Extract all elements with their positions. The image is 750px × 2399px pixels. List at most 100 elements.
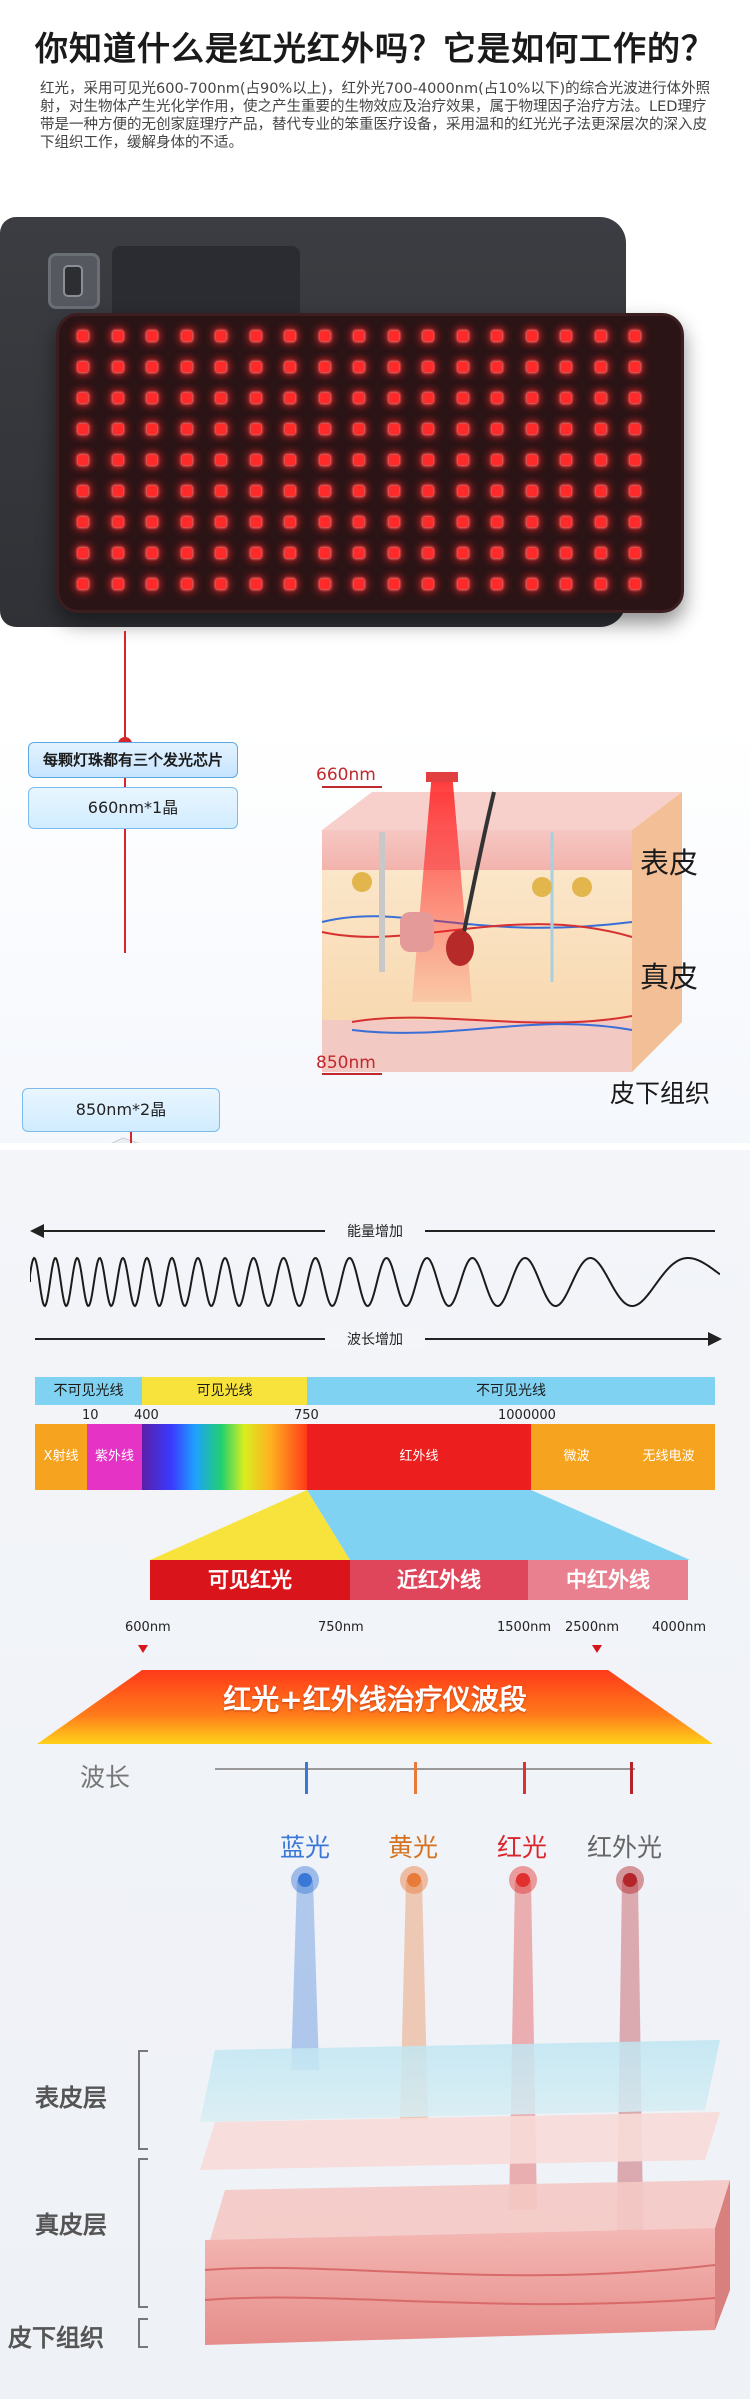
led-bead <box>595 486 606 496</box>
led-bead <box>285 517 295 527</box>
led-bead <box>388 393 399 403</box>
chip-850-label: 850nm*2晶 <box>22 1088 220 1132</box>
led-bead <box>595 517 606 527</box>
led-bead <box>216 548 226 558</box>
led-bead <box>595 455 606 465</box>
led-bead <box>492 517 502 527</box>
led-bead <box>630 424 640 434</box>
led-bead <box>216 455 226 465</box>
led-bead <box>319 486 330 496</box>
led-bead <box>147 517 157 527</box>
led-bead <box>630 455 640 465</box>
led-bead <box>561 548 571 558</box>
led-bead <box>181 579 192 589</box>
led-bead <box>561 579 571 589</box>
led-bead <box>285 424 295 434</box>
layer-subcutis: 皮下组织 <box>8 2324 104 2352</box>
nm-tick-4000: 4000nm <box>652 1620 706 1635</box>
led-bead <box>319 579 330 589</box>
led-bead <box>423 331 433 341</box>
led-bead <box>630 362 640 372</box>
led-bead <box>112 455 123 465</box>
led-bead <box>112 424 123 434</box>
led-bead <box>630 393 640 403</box>
led-bead <box>457 424 468 434</box>
led-bead <box>595 579 606 589</box>
led-bead <box>595 424 606 434</box>
led-bead <box>250 517 261 527</box>
wavelength-tick <box>305 1762 308 1794</box>
led-bead <box>354 393 364 403</box>
chip-660-label: 660nm*1晶 <box>28 787 238 829</box>
led-bead <box>147 455 157 465</box>
led-bead <box>147 579 157 589</box>
led-bead <box>216 331 226 341</box>
led-bead <box>492 455 502 465</box>
led-bead <box>112 579 123 589</box>
nm-tick-2500: 2500nm <box>565 1620 619 1635</box>
led-bead <box>250 393 261 403</box>
led-bead <box>250 579 261 589</box>
led-bead <box>457 486 468 496</box>
led-bead <box>112 517 123 527</box>
skin-850nm-label: 850nm <box>316 1053 376 1073</box>
led-bead <box>78 362 88 372</box>
led-bead <box>147 331 157 341</box>
band-invisible-right: 不可见光线 <box>307 1377 715 1405</box>
pad-flap <box>112 246 300 318</box>
led-bead <box>561 424 571 434</box>
led-bead <box>216 486 226 496</box>
led-bead <box>285 455 295 465</box>
pad-section <box>0 213 750 1143</box>
led-bead <box>285 548 295 558</box>
wavelength-tick <box>414 1762 417 1794</box>
led-bead <box>630 517 640 527</box>
led-bead <box>319 424 330 434</box>
light-source <box>298 1873 312 1887</box>
wavelength-axis-label: 波长 <box>80 1763 131 1792</box>
led-bead <box>112 362 123 372</box>
cell-ir: 红外线 <box>307 1424 531 1490</box>
epidermis-label: 表皮 <box>640 846 699 880</box>
led-bead <box>216 517 226 527</box>
led-bead <box>595 362 606 372</box>
led-bead <box>423 517 433 527</box>
led-bead <box>354 362 364 372</box>
led-bead <box>181 486 192 496</box>
led-bead <box>492 362 502 372</box>
led-bead <box>319 455 330 465</box>
led-bead <box>595 331 606 341</box>
skin-660nm-label: 660nm <box>316 765 376 785</box>
subcutis-label: 皮下组织 <box>610 1079 711 1108</box>
led-bead <box>457 331 468 341</box>
led-bead <box>457 548 468 558</box>
tick-400: 400 <box>134 1408 159 1423</box>
page-title: 你知道什么是红光红外吗？它是如何工作的？ <box>35 29 715 68</box>
led-bead <box>388 548 399 558</box>
led-bead <box>78 455 88 465</box>
chip-note-label: 每颗灯珠都有三个发光芯片 <box>28 742 238 778</box>
cell-uv: 紫外线 <box>87 1424 142 1490</box>
led-bead <box>319 393 330 403</box>
led-bead <box>147 362 157 372</box>
led-bead <box>526 393 537 403</box>
led-bead <box>457 517 468 527</box>
nm-tick-600: 600nm <box>125 1620 171 1635</box>
intro-description: 红光，采用可见光600-700nm(占90%以上)，红外光700-4000nm(… <box>40 81 711 151</box>
buckle-icon <box>48 253 100 309</box>
led-bead <box>630 486 640 496</box>
led-bead <box>561 455 571 465</box>
led-bead <box>181 393 192 403</box>
led-bead <box>423 424 433 434</box>
led-bead <box>388 579 399 589</box>
led-bead <box>250 486 261 496</box>
led-bead <box>285 331 295 341</box>
nm-tick-1500: 1500nm <box>497 1620 551 1635</box>
marker-600-icon <box>138 1645 148 1653</box>
led-bead <box>354 455 364 465</box>
led-bead <box>147 424 157 434</box>
pointer-line <box>124 631 126 741</box>
led-bead <box>319 517 330 527</box>
led-bead <box>78 517 88 527</box>
led-bead <box>354 331 364 341</box>
